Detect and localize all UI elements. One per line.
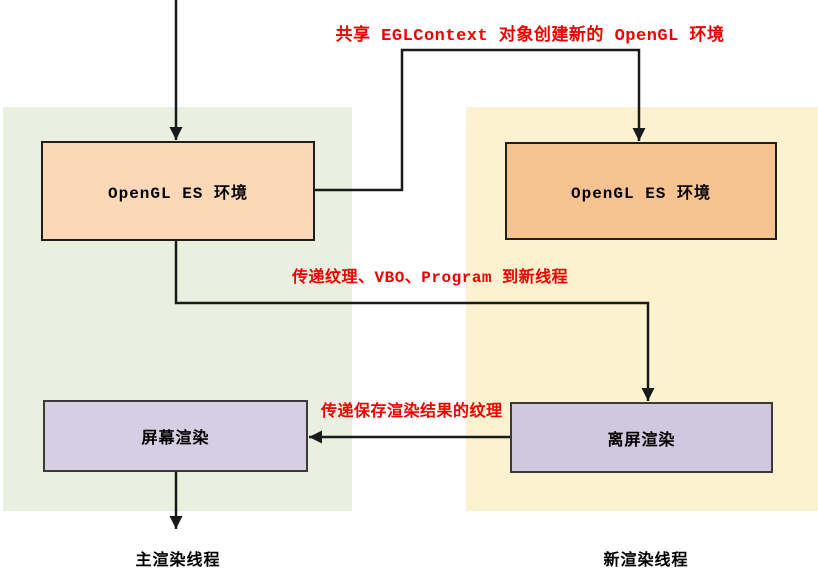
- node-offscreen-render: 离屏渲染: [510, 402, 773, 473]
- arrow-pass-resources: [174, 241, 655, 401]
- node-screen-render: 屏幕渲染: [43, 400, 308, 472]
- node-main-opengl-es-context: OpenGL ES 环境: [41, 141, 315, 241]
- label-new-render-thread: 新渲染线程: [603, 552, 689, 570]
- annotation-pass-texture: 传递保存渲染结果的纹理: [321, 403, 503, 421]
- annotation-pass-resources: 传递纹理、VBO、Program 到新线程: [292, 269, 569, 287]
- node-new-opengl-es-context: OpenGL ES 环境: [505, 142, 777, 240]
- annotation-share-eglcontext: 共享 EGLContext 对象创建新的 OpenGL 环境: [335, 27, 725, 46]
- label-main-render-thread: 主渲染线程: [135, 552, 221, 570]
- arrow-share-eglcontext: [315, 48, 646, 192]
